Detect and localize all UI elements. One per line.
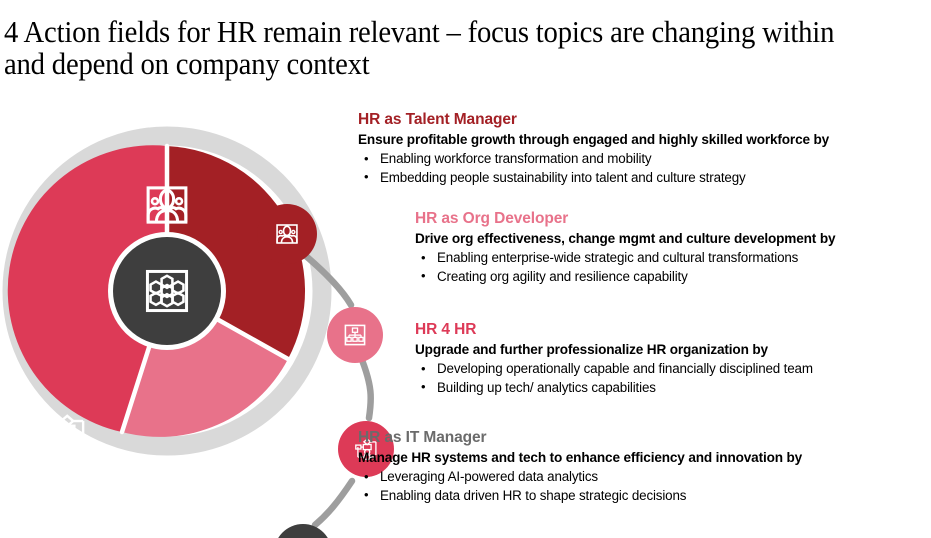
block-title: HR as Talent Manager [358,111,517,128]
list-item: • Building up tech/ analytics capabilitie… [415,379,813,398]
badge-connector-path [296,247,374,529]
bullet-glyph: • [364,487,369,502]
list-item-text: Building up tech/ analytics capabilities [437,379,656,395]
action-field-it-manager: HR as IT Manager Manage HR systems and t… [358,428,802,505]
list-item-text: Enabling workforce transformation and mo… [380,151,652,166]
bullet-glyph: • [364,468,369,484]
list-item-text: Developing operationally capable and fin… [437,361,813,376]
bullet-glyph: • [364,150,369,166]
block-subtitle: Manage HR systems and tech to enhance ef… [358,450,803,465]
block-title: HR 4 HR [415,321,477,338]
badge-talent[interactable] [257,204,317,264]
badge-hr4hr[interactable] [338,421,394,477]
block-bullet-list: • Enabling workforce transformation and m… [358,150,829,187]
process-flow-icon [45,414,85,454]
page-title: 4 Action fields for HR remain relevant –… [4,15,842,81]
block-subtitle: Drive org effectiveness, change mgmt and… [415,231,836,246]
list-item: • Leveraging AI-powered data analytics [358,468,802,487]
bullet-glyph: • [421,360,426,376]
block-bullet-list: • Developing operationally capable and fi… [415,360,813,397]
list-item: • Developing operationally capable and fi… [415,360,813,379]
list-item-text: Enabling enterprise-wide strategic and c… [437,250,799,265]
action-field-talent-manager: HR as Talent Manager Ensure profitable g… [358,110,829,187]
list-item-text: Embedding people sustainability into tal… [380,169,746,185]
bullet-glyph: • [421,268,426,283]
list-item-text: Creating org agility and resilience capa… [437,268,688,284]
action-field-org-developer: HR as Org Developer Drive org effectiven… [415,209,836,286]
list-item: • Embedding people sustainability into ta… [358,169,829,188]
wheel-segment-hr4hr[interactable] [7,145,167,432]
list-item-text: Enabling data driven HR to shape strateg… [380,487,687,503]
wheel-segment-it-hub[interactable] [113,237,221,345]
block-bullet-list: • Leveraging AI-powered data analytics • E… [358,468,802,505]
block-subtitle: Upgrade and further professionalize HR o… [415,342,768,357]
badge-it[interactable] [274,524,332,538]
hr-action-fields-wheel [0,98,420,538]
list-item-text: Leveraging AI-powered data analytics [380,469,598,484]
org-chart-icon [227,443,267,483]
list-item: • Enabling data driven HR to shape strate… [358,487,802,506]
block-title: HR as Org Developer [415,210,569,227]
list-item: • Enabling workforce transformation and m… [358,150,829,169]
list-item: • Creating org agility and resilience cap… [415,268,835,287]
block-subtitle: Ensure profitable growth through engaged… [358,132,830,147]
block-bullet-list: • Enabling enterprise-wide strategic and … [415,249,835,286]
badge-org[interactable] [327,307,383,363]
bullet-glyph: • [421,249,426,265]
bullet-glyph: • [421,379,426,394]
block-title: HR as IT Manager [358,429,487,446]
list-item: • Enabling enterprise-wide strategic and … [415,249,835,268]
bullet-glyph: • [364,169,369,184]
action-field-hr-4-hr: HR 4 HR Upgrade and further professional… [415,320,813,397]
